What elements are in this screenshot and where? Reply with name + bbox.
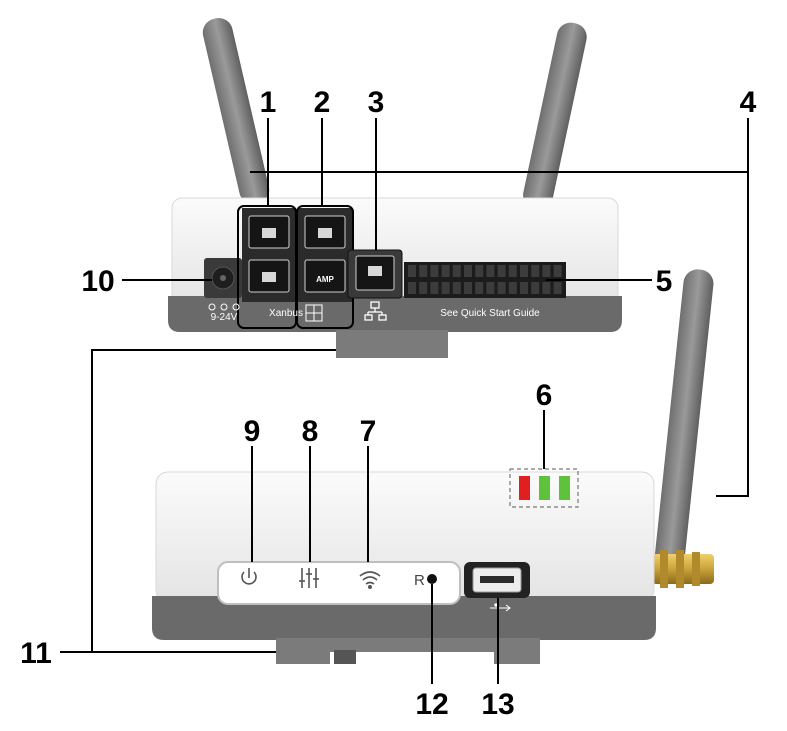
sliders-icon — [299, 568, 319, 588]
callout-10: 10 — [81, 265, 114, 298]
callout-6: 6 — [536, 379, 553, 412]
terminal-screw — [452, 282, 461, 294]
amp-port-2 — [304, 259, 346, 293]
terminal-slot — [464, 265, 472, 277]
terminal-screw — [430, 282, 439, 294]
callout-1: 1 — [260, 86, 277, 119]
terminal-screw — [520, 282, 528, 294]
antenna-side — [655, 269, 714, 569]
callout-4: 4 — [740, 86, 757, 119]
terminal-slot — [452, 265, 461, 277]
callout-9: 9 — [244, 415, 261, 448]
callout-12: 12 — [415, 688, 448, 721]
terminal-screw — [553, 282, 562, 294]
quick-start-label: See Quick Start Guide — [440, 308, 540, 319]
terminal-screw — [441, 282, 450, 294]
terminal-screw — [419, 282, 428, 294]
front-base — [152, 596, 656, 640]
wifi-icon — [359, 571, 381, 589]
sma-connector — [652, 550, 714, 588]
network-icon — [364, 301, 387, 321]
status-led-green-2 — [559, 476, 570, 500]
terminal-screw — [542, 282, 551, 294]
xanbus-label: Xanbus — [269, 308, 303, 319]
front-view: R — [152, 269, 714, 664]
callout-3: 3 — [368, 86, 385, 119]
leader-lines — [60, 118, 749, 684]
terminal-slot — [419, 265, 428, 277]
terminal-slot — [542, 265, 551, 277]
callout-11: 11 — [20, 637, 52, 670]
terminal-screw — [475, 282, 484, 294]
terminal-screw — [531, 282, 540, 294]
amp-port-label: AMP — [316, 275, 334, 284]
terminal-slot — [531, 265, 540, 277]
status-led-red — [519, 476, 530, 500]
rear-view: AMP 9-24V Xanbus See Quick Start Guide — [168, 18, 622, 358]
din-clip-bottom — [276, 638, 540, 664]
power-input-label: 9-24V — [211, 312, 238, 323]
led-indicator-panel — [217, 561, 461, 605]
terminal-slot — [497, 265, 506, 277]
callout-7: 7 — [360, 415, 377, 448]
terminal-slot — [508, 265, 517, 277]
port-number-icon — [305, 304, 323, 322]
terminal-screw — [508, 282, 517, 294]
usb-icon — [490, 603, 511, 612]
reset-button[interactable] — [427, 574, 437, 584]
power-polarity-icon — [208, 303, 240, 311]
terminal-slot — [520, 265, 528, 277]
terminal-screw — [486, 282, 495, 294]
terminal-slot — [486, 265, 495, 277]
terminal-slot — [475, 265, 484, 277]
callout-8: 8 — [302, 415, 319, 448]
callout-5: 5 — [656, 265, 673, 298]
terminal-screw — [464, 282, 472, 294]
status-led-group — [509, 468, 579, 508]
terminal-slot — [408, 265, 416, 277]
antenna-left — [202, 18, 270, 205]
din-clip-top — [336, 330, 448, 358]
callout-numbers: 1 2 3 4 5 6 7 8 9 10 11 12 13 — [20, 86, 757, 721]
antenna-right — [523, 22, 587, 210]
callout-2: 2 — [314, 86, 331, 119]
terminal-slot — [553, 265, 562, 277]
callout-13: 13 — [481, 688, 514, 721]
power-icon — [241, 568, 257, 585]
terminal-screw — [497, 282, 506, 294]
terminal-slot — [430, 265, 439, 277]
terminal-block — [404, 262, 566, 298]
rear-base — [168, 296, 622, 332]
reset-label: R — [414, 572, 425, 589]
terminal-slot — [441, 265, 450, 277]
status-led-green-1 — [539, 476, 550, 500]
terminal-screw — [408, 282, 416, 294]
